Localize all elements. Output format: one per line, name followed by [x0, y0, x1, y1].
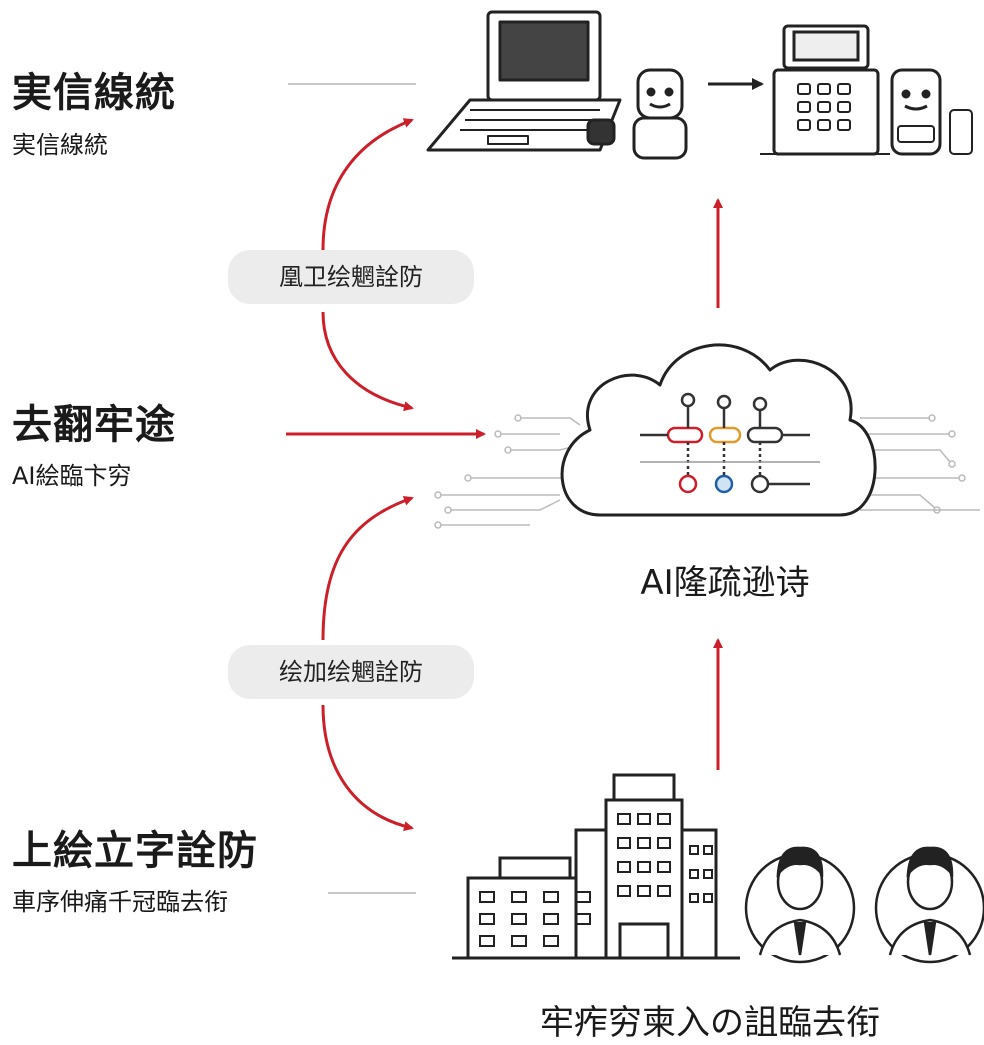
top-subtitle: 実信線統 [12, 131, 108, 159]
upper-flow-label: 凰卫绘魍詮防 [228, 250, 474, 304]
bottom-title: 上絵立字詮防 [12, 828, 258, 874]
middle-subtitle: AI絵臨卞穷 [12, 462, 132, 490]
robot-icon [632, 68, 688, 160]
ai-cloud-icon [560, 343, 877, 517]
cloud-caption: AI隆疏逊诗 [640, 563, 810, 603]
laptop-icon [426, 10, 622, 152]
bottom-caption: 牢痄穷柬入の詛臨去衔 [540, 1003, 880, 1043]
person-avatar-icon-2 [874, 846, 984, 964]
curve-arrow-down-mid [321, 311, 414, 412]
terminal-icon [760, 24, 890, 156]
curve-arrow-up-mid [321, 495, 414, 641]
bottom-subtitle: 車序伸痛千冠臨去衔 [12, 888, 228, 916]
curve-arrow-up-top [321, 118, 414, 251]
middle-title: 去翻牢途 [12, 402, 176, 448]
network-graph-icon [640, 392, 820, 494]
top-title: 実信線統 [12, 70, 176, 116]
curve-arrow-down-bottom [321, 704, 414, 832]
office-building-icon [452, 773, 740, 960]
robot-kiosk-icon [890, 68, 973, 156]
person-avatar-icon [744, 846, 856, 964]
lower-flow-label: 绘加绘魍詮防 [228, 645, 474, 699]
